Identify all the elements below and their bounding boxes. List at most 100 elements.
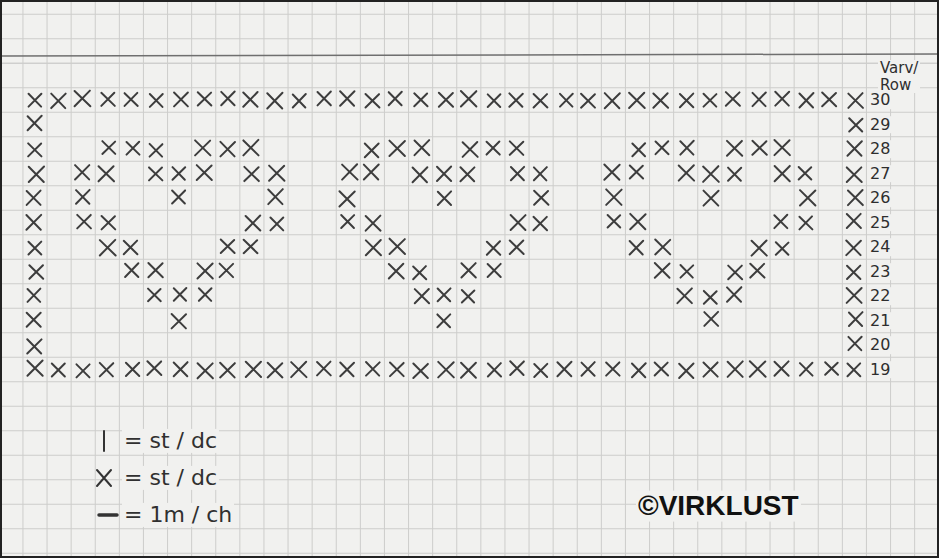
stitch-x [533,217,547,230]
stitch-x [27,313,41,327]
stitch-x [704,191,719,206]
stitch-x [656,141,669,154]
grid-line [697,0,698,558]
row-number: 23 [868,263,892,281]
stitch-x [679,165,694,180]
stitch-x [727,287,741,302]
stitch-x [221,92,234,106]
grid-line [0,528,939,529]
stitch-x [174,93,188,107]
stitch-x [76,364,89,377]
stitch-x [198,92,212,105]
row-number: 19 [868,361,892,379]
stitch-x [342,164,357,179]
stitch-x [488,264,501,277]
stitch-x [220,142,235,157]
stitch-x [653,93,668,107]
grid-line [0,455,939,456]
stitch-x [28,143,41,156]
stitch-x [753,92,766,106]
stitch-x [752,240,767,255]
stitch-x [174,362,188,376]
grid-line [0,185,939,186]
grid-line [842,0,843,558]
stitch-x [389,92,402,106]
stitch-x [630,214,645,229]
stitch-x [727,141,742,156]
stitch-x [415,289,429,303]
stitch-x [100,363,113,376]
stitch-x [511,215,526,230]
stitch-x [414,93,427,106]
stitch-x [849,312,863,326]
grid-line [71,0,72,558]
stitch-x [775,166,790,181]
stitch-x [846,241,861,256]
stitch-x [461,363,476,378]
stitch-x [461,91,476,106]
legend-symbol [103,431,105,451]
grid-line [0,63,939,64]
stitch-x [680,141,693,155]
stitch-x [148,289,161,302]
legend-text: = 1m / ch [122,503,234,527]
stitch-x [413,363,428,378]
grid-line [0,332,939,333]
stitch-x [461,263,475,277]
stitch-x [27,339,41,353]
stitch-x [848,337,861,350]
stitch-x [29,94,42,107]
grid-line [239,0,240,558]
legend-samples [97,431,117,515]
grid-line [0,161,939,162]
stitch-x [293,94,306,107]
stitch-x [630,166,643,179]
stitch-x [847,141,861,155]
stitch-x [774,361,788,375]
stitch-x [366,216,381,231]
grid-line [866,0,867,558]
grid-line [818,0,819,558]
legend-symbol [99,513,117,517]
stitch-x [99,166,114,181]
stitch-x [534,167,547,180]
row-number: 28 [868,140,892,158]
row-number: 30 [868,91,892,109]
stitch-x [197,165,212,180]
stitch-x [704,94,717,107]
stitch-x [365,143,379,157]
grid-line [529,0,530,558]
grid-line [721,0,722,558]
stitch-x [339,191,354,206]
column-heading: Varv/ Row [878,60,920,93]
stitch-x [340,91,354,105]
stitch-x [629,93,645,108]
stitch-x [102,141,115,154]
stitch-x [244,167,258,181]
stitch-x [680,265,693,278]
stitch-x [198,363,213,378]
grid-line [0,259,939,260]
stitch-x [268,189,283,204]
stitch-x [800,190,815,205]
grid-line [0,381,939,382]
stitch-x [511,167,524,180]
stitch-x [704,312,718,326]
legend-text: = st / dc [122,466,219,490]
stitch-x [487,141,500,154]
stitch-x [102,216,116,229]
stitch-x [75,91,91,107]
grid-line [0,234,939,235]
row-number: 22 [868,287,892,305]
grid-line [119,0,120,558]
stitch-x [76,190,90,204]
stitch-x [244,240,258,253]
grid-line [745,0,746,558]
stitch-x [101,93,114,106]
stitch-x [270,217,283,230]
grid-line [456,0,457,558]
grid-line [360,0,361,558]
stitch-x [437,314,450,327]
stitch-x [774,140,789,155]
